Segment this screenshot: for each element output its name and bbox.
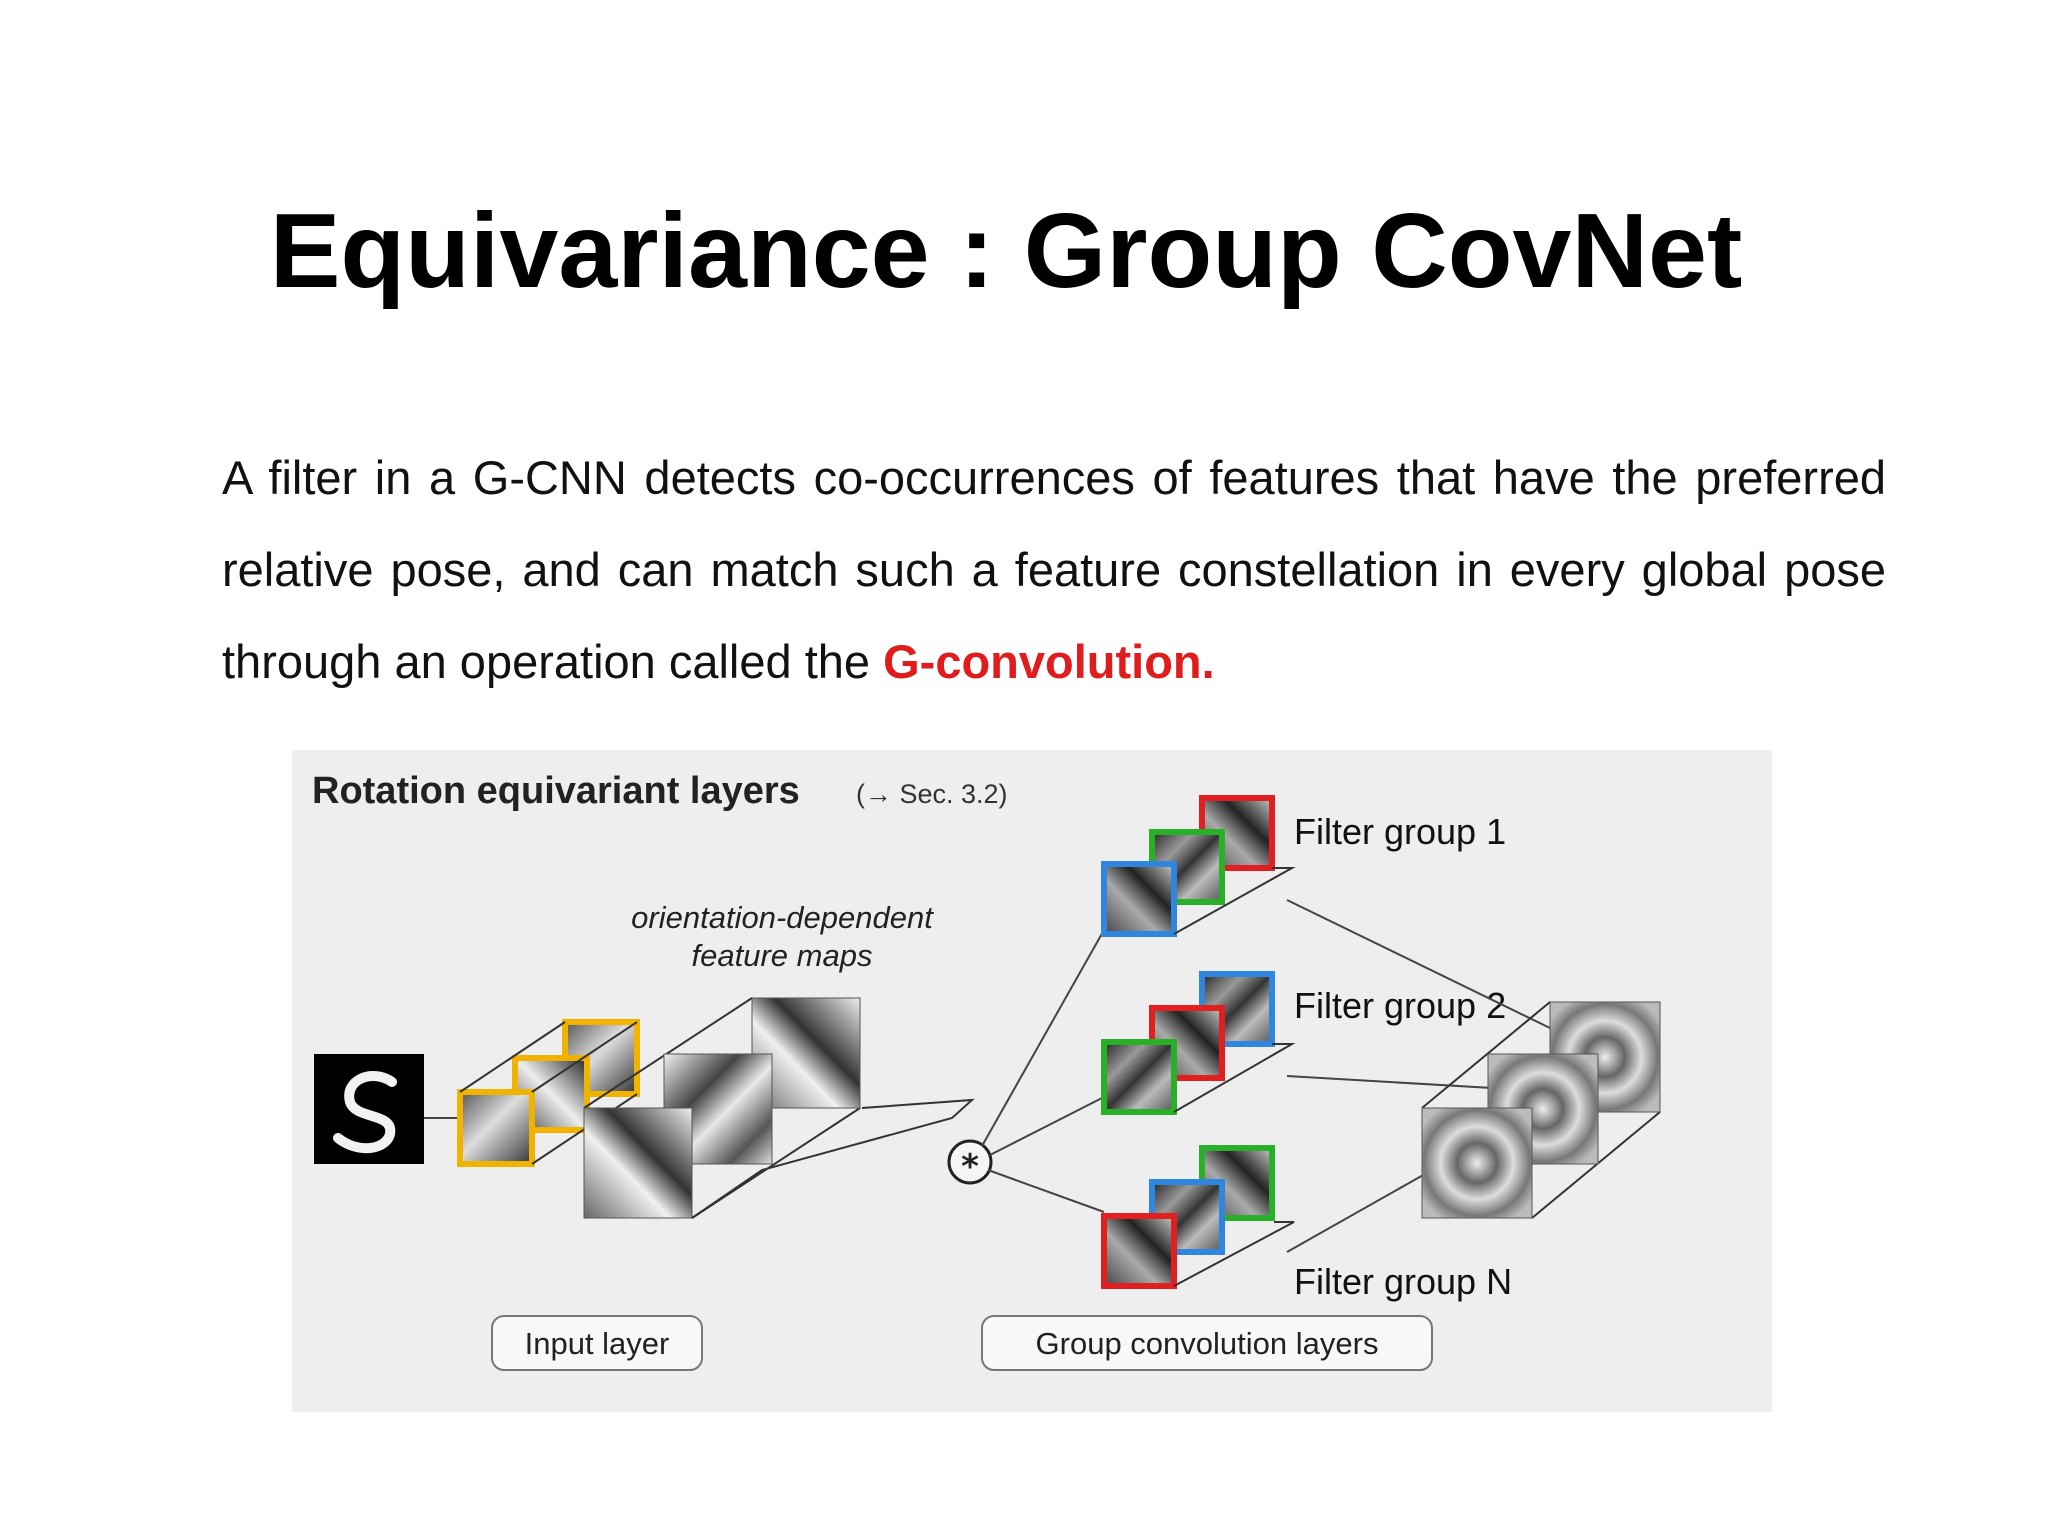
output-feature-map-stack (1421, 1001, 1661, 1219)
group-conv-label: Group convolution layers (1036, 1326, 1379, 1361)
filter-group-n-label: Filter group N (1294, 1261, 1512, 1302)
figure-diagram: Rotation equivariant layers (→ Sec. 3.2)… (312, 770, 1661, 1371)
feature-maps-label-line2: feature maps (692, 938, 873, 973)
input-filter-stack (457, 1019, 640, 1167)
conv-symbol-text: * (961, 1147, 979, 1187)
g-convolution-highlight: G-convolution. (883, 635, 1215, 688)
section-reference: (→ Sec. 3.2) (856, 779, 1008, 809)
filter-group-n-stack (1101, 1145, 1295, 1289)
feature-maps-label-line1: orientation-dependent (631, 900, 934, 935)
filter-group-2-label: Filter group 2 (1294, 985, 1506, 1026)
input-digit-image (314, 1054, 424, 1164)
filter-group-1-label: Filter group 1 (1294, 811, 1506, 852)
input-layer-box: Input layer (491, 1315, 703, 1371)
feature-map-stack (583, 997, 975, 1219)
filter-group-1-stack (1101, 795, 1296, 937)
slide-body-text: A filter in a G-CNN detects co-occurrenc… (222, 432, 1886, 708)
convolution-symbol: * (947, 1139, 993, 1187)
rotation-equivariant-figure: Rotation equivariant layers (→ Sec. 3.2)… (292, 750, 1772, 1412)
slide-title: Equivariance : Group CovNet (269, 192, 1743, 310)
group-conv-box: Group convolution layers (981, 1315, 1433, 1371)
figure-heading: Rotation equivariant layers (312, 770, 800, 812)
input-layer-label: Input layer (525, 1326, 670, 1361)
filter-group-2-stack (1101, 971, 1296, 1115)
body-plain-text: A filter in a G-CNN detects co-occurrenc… (222, 451, 1886, 688)
